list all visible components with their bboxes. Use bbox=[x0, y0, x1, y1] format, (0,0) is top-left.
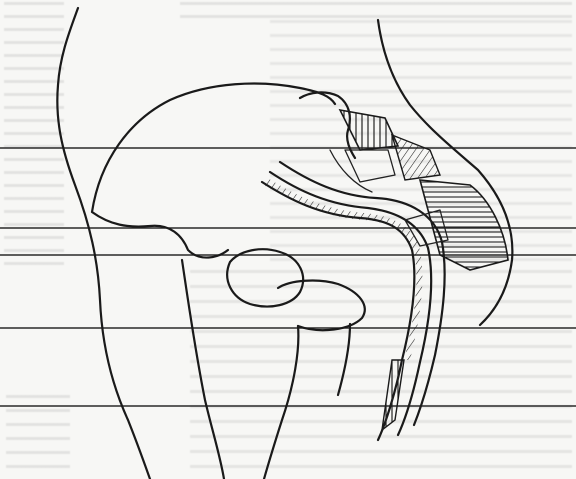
thigh-outline bbox=[182, 260, 224, 479]
canal-tube-2 bbox=[270, 172, 431, 435]
hatched-lower-canal bbox=[382, 360, 404, 430]
pelvic-bone-outline bbox=[92, 84, 335, 258]
hatched-muscle-diag bbox=[392, 135, 440, 180]
femur-shaft bbox=[264, 324, 350, 479]
acetabulum-rim bbox=[278, 281, 365, 331]
inner-posterior-contour bbox=[330, 150, 372, 192]
femoral-head bbox=[227, 249, 303, 306]
back-outline bbox=[57, 8, 150, 479]
